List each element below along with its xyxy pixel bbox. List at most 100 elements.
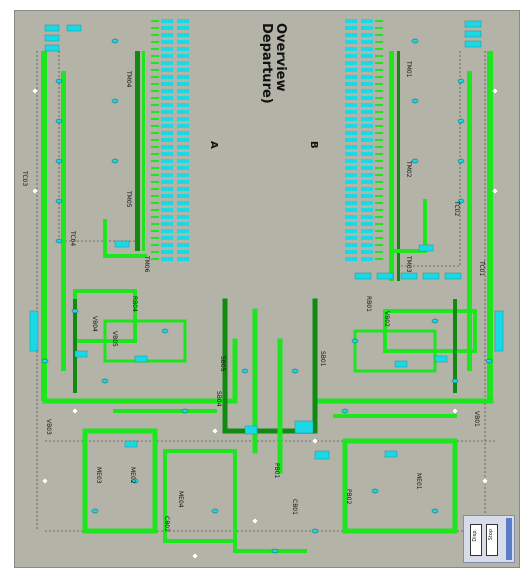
checkin-counter	[361, 68, 373, 72]
valve-icon	[411, 158, 419, 164]
checkin-counter	[177, 138, 189, 142]
checkin-counter	[361, 131, 373, 135]
label-rb01: RB01	[365, 296, 372, 312]
checkin-counter	[345, 215, 357, 219]
feed-belt	[375, 34, 383, 36]
feed-belt	[151, 167, 159, 169]
feed-belt	[151, 90, 159, 92]
checkin-counter	[345, 243, 357, 247]
stop-button[interactable]: Stop	[486, 524, 498, 556]
label-me04: ME04	[177, 491, 184, 508]
checkin-counter	[345, 180, 357, 184]
feed-belt	[375, 223, 383, 225]
display-button[interactable]: Disp.	[470, 524, 482, 556]
zone-b-label: B	[308, 141, 319, 149]
feed-belt	[375, 174, 383, 176]
feed-belt	[375, 125, 383, 127]
label-me02: ME02	[129, 467, 136, 484]
feed-belt	[151, 111, 159, 113]
feed-belt	[375, 195, 383, 197]
feed-belt	[151, 195, 159, 197]
checkin-counter	[345, 201, 357, 205]
checkin-counter	[161, 208, 173, 212]
checkin-counter	[361, 138, 373, 142]
checkin-counter	[361, 117, 373, 121]
checkin-counter	[345, 82, 357, 86]
checkin-counter	[345, 54, 357, 58]
checkin-counter	[177, 61, 189, 65]
checkin-rows-a	[151, 19, 189, 261]
feed-belt	[151, 153, 159, 155]
checkin-counter	[161, 243, 173, 247]
valve-icon	[71, 308, 79, 314]
feed-belt	[375, 83, 383, 85]
feed-belt	[375, 139, 383, 141]
checkin-counter	[161, 61, 173, 65]
feed-belt	[375, 230, 383, 232]
junction-icon	[251, 517, 259, 525]
valve-icon	[131, 478, 139, 484]
junction-icon	[491, 187, 499, 195]
checkin-counter	[177, 54, 189, 58]
feed-belt	[375, 188, 383, 190]
junction-icon	[191, 552, 199, 560]
baggage-system-overview: Overview Departure) A B TM01 TM02 TM03 T…	[14, 10, 520, 568]
valve-icon	[411, 38, 419, 44]
valve-icon	[111, 38, 119, 44]
label-pb01: PB01	[273, 463, 280, 479]
checkin-counter	[361, 145, 373, 149]
feed-belt	[375, 202, 383, 204]
checkin-counter	[161, 152, 173, 156]
label-tm02: TM02	[405, 160, 412, 178]
checkin-counter	[361, 89, 373, 93]
feed-belt	[151, 20, 159, 22]
label-sb04: SB04	[215, 391, 222, 407]
feed-belt	[151, 258, 159, 260]
feed-belt	[151, 181, 159, 183]
checkin-counter	[177, 257, 189, 261]
label-tm04: TM04	[125, 70, 132, 88]
title: Overview Departure)	[259, 23, 288, 104]
checkin-counter	[177, 75, 189, 79]
checkin-counter	[361, 103, 373, 107]
checkin-counter	[361, 19, 373, 23]
valve-icon	[411, 98, 419, 104]
feed-belt	[151, 160, 159, 162]
checkin-counter	[361, 166, 373, 170]
checkin-counter	[361, 243, 373, 247]
legend-panel: Disp. Stop	[463, 515, 515, 563]
feed-belt	[375, 237, 383, 239]
feed-belt	[151, 76, 159, 78]
junction-icon	[71, 407, 79, 415]
feed-belt	[151, 202, 159, 204]
feed-belt	[151, 48, 159, 50]
checkin-counter	[177, 89, 189, 93]
feed-belt	[375, 90, 383, 92]
checkin-counter	[345, 257, 357, 261]
label-cb01: CB01	[291, 499, 298, 515]
label-rb04: RB04	[131, 296, 138, 312]
checkin-counter	[345, 194, 357, 198]
checkin-counter	[161, 229, 173, 233]
feed-belt	[151, 209, 159, 211]
feed-belt	[375, 27, 383, 29]
checkin-counter	[161, 26, 173, 30]
checkin-counter	[177, 229, 189, 233]
checkin-counter	[161, 236, 173, 240]
checkin-counter	[161, 89, 173, 93]
checkin-counter	[161, 47, 173, 51]
label-sb01: SB01	[319, 351, 326, 367]
checkin-counter	[361, 75, 373, 79]
checkin-counter	[177, 243, 189, 247]
feed-belt	[375, 258, 383, 260]
checkin-counter	[345, 166, 357, 170]
junction-icon	[31, 87, 39, 95]
belt-tc02	[467, 71, 472, 371]
label-sb05: SB05	[219, 356, 226, 372]
feed-belt	[375, 69, 383, 71]
feed-belt	[375, 76, 383, 78]
feed-belt	[375, 153, 383, 155]
checkin-counter	[345, 131, 357, 135]
feed-belt	[151, 55, 159, 57]
checkin-counter	[177, 110, 189, 114]
